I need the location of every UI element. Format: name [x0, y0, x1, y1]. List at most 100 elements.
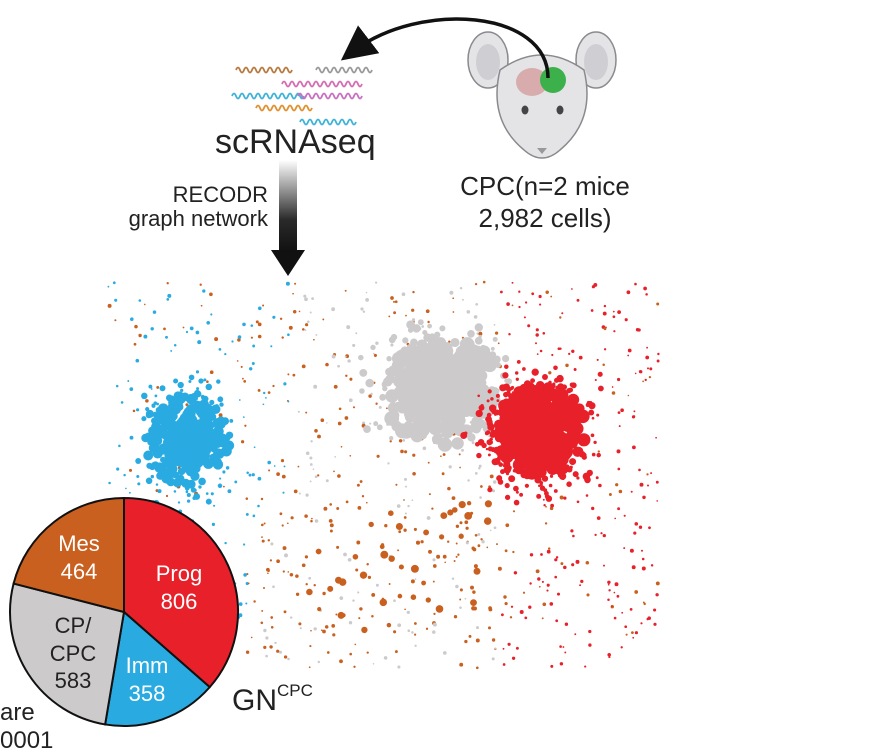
network-node	[607, 653, 611, 657]
method-line-1: RECODR	[172, 182, 268, 207]
network-node	[484, 348, 489, 353]
network-node	[451, 577, 455, 580]
network-node	[508, 475, 516, 483]
network-node	[464, 520, 469, 525]
network-node	[509, 391, 522, 404]
network-node	[267, 539, 270, 542]
network-node	[244, 424, 247, 427]
network-node	[538, 585, 541, 588]
network-node	[474, 441, 480, 447]
network-node	[607, 598, 610, 601]
network-node	[219, 402, 224, 407]
network-node	[505, 523, 510, 528]
network-node	[503, 448, 513, 457]
network-node	[564, 651, 567, 654]
network-node	[487, 453, 491, 457]
network-node	[556, 436, 568, 447]
network-node	[396, 504, 401, 508]
network-node	[136, 474, 140, 479]
network-node	[475, 409, 483, 418]
network-node	[269, 559, 273, 562]
network-node	[283, 655, 288, 659]
network-node	[314, 519, 319, 523]
network-node	[547, 458, 561, 472]
network-node	[293, 489, 298, 494]
network-node	[390, 296, 394, 300]
network-node	[299, 627, 302, 630]
network-node	[263, 645, 267, 650]
network-node	[639, 370, 643, 374]
network-node	[251, 362, 255, 365]
network-node	[478, 464, 482, 468]
network-node	[205, 403, 213, 411]
network-node	[428, 399, 439, 409]
network-node	[493, 323, 496, 326]
network-node	[549, 506, 554, 511]
pie-slice-imm	[103, 610, 212, 727]
network-node	[400, 449, 404, 454]
network-node	[483, 517, 492, 525]
network-node	[458, 500, 466, 509]
network-node	[470, 366, 482, 378]
network-node	[595, 476, 599, 480]
network-node	[564, 622, 569, 626]
network-node	[643, 602, 646, 606]
network-node	[141, 392, 148, 400]
network-node	[283, 382, 287, 386]
network-node	[594, 378, 597, 382]
network-node	[603, 327, 607, 331]
network-node	[631, 565, 636, 570]
network-node	[530, 378, 535, 383]
network-node	[386, 622, 392, 628]
network-node	[519, 492, 524, 497]
network-node	[327, 585, 334, 592]
network-node	[490, 429, 498, 438]
network-node	[563, 496, 567, 500]
network-node	[243, 543, 246, 546]
network-node	[192, 496, 197, 500]
network-node	[171, 452, 183, 464]
network-node	[151, 438, 160, 447]
network-node	[487, 487, 493, 493]
network-node	[408, 377, 423, 393]
network-node	[276, 472, 280, 476]
network-node	[298, 622, 302, 626]
network-node	[501, 613, 504, 617]
network-node	[407, 629, 411, 632]
network-node	[542, 332, 546, 335]
network-node	[310, 629, 312, 632]
network-node	[459, 521, 463, 525]
network-node	[649, 367, 653, 371]
network-node	[257, 504, 260, 508]
network-node	[257, 322, 262, 327]
network-node	[262, 304, 265, 307]
network-node	[440, 512, 448, 520]
network-node	[455, 524, 460, 528]
network-node	[528, 605, 532, 609]
network-node	[118, 444, 121, 448]
network-node	[388, 315, 391, 318]
network-node	[245, 581, 249, 586]
network-node	[349, 377, 353, 381]
network-node	[643, 286, 647, 291]
network-node	[426, 344, 437, 355]
network-node	[478, 334, 482, 339]
network-node	[540, 444, 553, 457]
network-node	[655, 593, 659, 597]
network-node	[481, 442, 487, 449]
network-node	[262, 403, 265, 406]
network-node	[634, 372, 637, 375]
network-node	[248, 473, 252, 477]
network-node	[164, 436, 172, 444]
network-node	[617, 411, 621, 414]
network-node	[400, 346, 410, 356]
network-node	[513, 571, 518, 575]
network-node	[372, 352, 375, 355]
network-node	[602, 533, 606, 538]
network-node	[135, 358, 140, 363]
network-node	[491, 409, 497, 415]
network-node	[411, 631, 414, 634]
network-node	[578, 355, 583, 360]
network-node	[490, 397, 494, 401]
network-node	[655, 480, 659, 484]
